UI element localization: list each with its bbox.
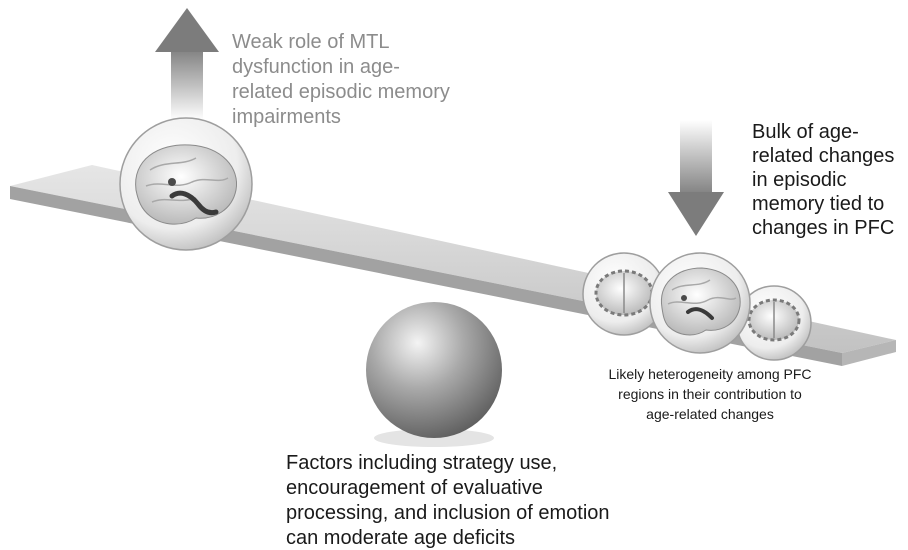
pfc-heterogeneity-label: Likely heterogeneity among PFC regions i… [608,366,812,422]
moderating-factors-label: Factors including strategy use, encourag… [286,452,610,549]
pfc-changes-label: Bulk of age- related changes in episodic… [752,121,895,239]
fulcrum-ball [366,302,502,438]
brain-sagittal-icon [135,144,238,225]
mtl-role-label: Weak role of MTL dysfunction in age- rel… [232,31,450,128]
arrow-down-icon [668,120,724,236]
brain-coronal-icon [736,285,812,361]
pfc-brain-spheres [582,252,812,361]
arrow-up-icon [155,8,219,120]
mtl-brain-sphere [119,117,253,251]
brain-coronal-icon [582,252,666,336]
brain-sagittal-icon [649,252,751,354]
